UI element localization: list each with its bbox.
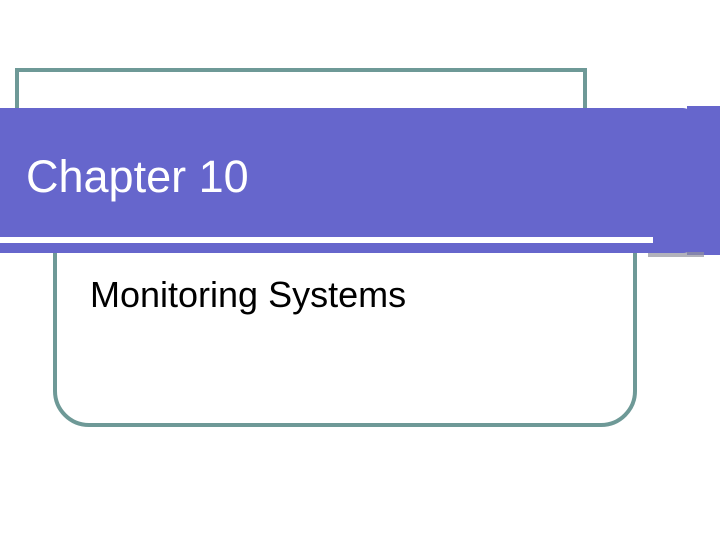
slide-subtitle: Monitoring Systems (90, 274, 407, 315)
banner-shadow (648, 252, 704, 257)
title-banner (0, 108, 693, 253)
banner-separator-line (0, 237, 653, 243)
slide-title: Chapter 10 (26, 151, 249, 202)
